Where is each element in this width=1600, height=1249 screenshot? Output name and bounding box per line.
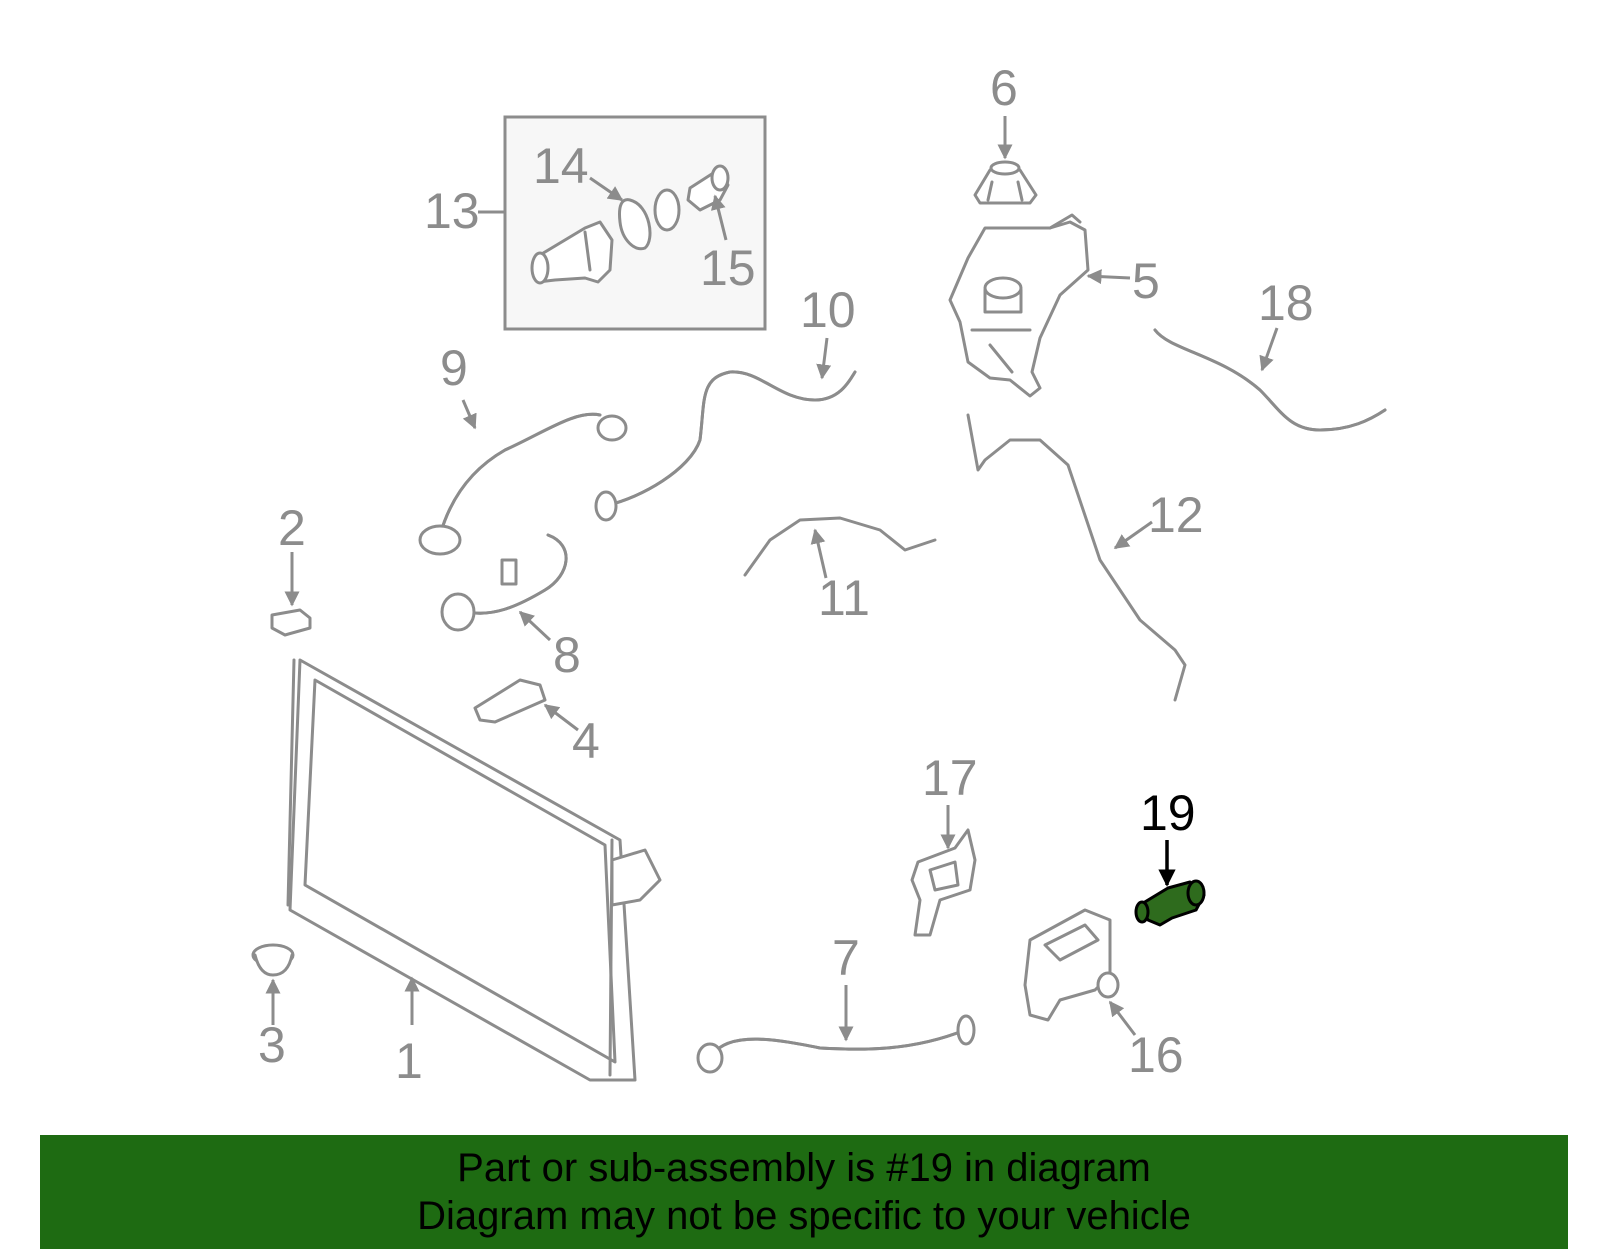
callout-19[interactable]: 19 xyxy=(1140,785,1196,841)
callout-5: 5 xyxy=(1132,253,1160,309)
callout-3: 3 xyxy=(258,1017,286,1073)
callout-18: 18 xyxy=(1258,275,1314,331)
callout-14: 14 xyxy=(533,138,589,194)
part-17-gasket xyxy=(910,828,977,937)
callout-13: 13 xyxy=(424,183,480,239)
callout-10: 10 xyxy=(800,282,856,338)
part-16-housing xyxy=(1023,908,1120,1022)
part-6-cap xyxy=(973,160,1038,205)
part-14-gasket xyxy=(618,198,652,251)
banner-line-1: Part or sub-assembly is #19 in diagram xyxy=(457,1146,1151,1190)
part-2-clip xyxy=(270,608,312,637)
callout-16: 16 xyxy=(1128,1027,1184,1083)
part-9-hose xyxy=(438,412,602,537)
part-3-cap xyxy=(251,943,295,977)
callout-1: 1 xyxy=(395,1033,423,1089)
callout-7: 7 xyxy=(832,930,860,986)
part-8-hose xyxy=(458,533,568,615)
part-o-ring xyxy=(653,188,681,232)
part-13-housing xyxy=(530,220,614,285)
part-1-radiator xyxy=(286,658,662,1082)
callout-8: 8 xyxy=(553,627,581,683)
callout-15: 15 xyxy=(700,240,756,296)
callout-11: 11 xyxy=(818,570,870,626)
part-19-sensor[interactable] xyxy=(1134,879,1206,927)
callout-17: 17 xyxy=(922,750,978,806)
info-banner: Part or sub-assembly is #19 in diagram D… xyxy=(40,1135,1568,1249)
part-5-reservoir xyxy=(948,213,1090,398)
part-7-hose xyxy=(710,1028,967,1057)
callout-4: 4 xyxy=(572,713,600,769)
callout-6: 6 xyxy=(990,60,1018,116)
callout-9: 9 xyxy=(440,340,468,396)
callout-12: 12 xyxy=(1148,487,1204,543)
part-4-bracket xyxy=(473,678,547,724)
callout-2: 2 xyxy=(278,500,306,556)
part-10-hose xyxy=(606,370,857,507)
banner-line-2: Diagram may not be specific to your vehi… xyxy=(417,1194,1191,1238)
part-12-pipe xyxy=(966,413,1187,702)
part-11-pipe xyxy=(743,516,937,577)
